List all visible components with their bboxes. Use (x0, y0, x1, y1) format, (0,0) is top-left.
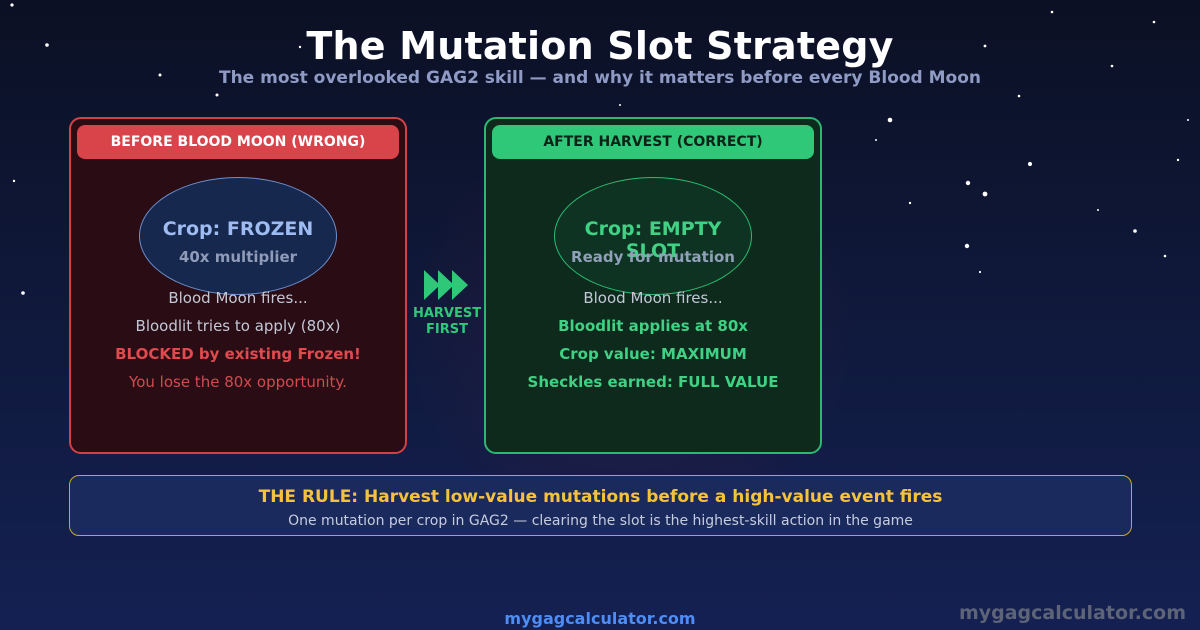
empty-slot-oval: Crop: EMPTY SLOT Ready for mutation (554, 177, 752, 295)
wrong-panel-header: BEFORE BLOOD MOON (WRONG) (77, 125, 399, 159)
crop-status-title: Crop: FROZEN (162, 218, 314, 240)
loss-line: You lose the 80x opportunity. (129, 373, 347, 391)
crop-multiplier: 40x multiplier (178, 248, 298, 266)
frozen-crop-oval: Crop: FROZEN 40x multiplier (139, 177, 337, 295)
event-line: Blood Moon fires... (168, 289, 308, 307)
triple-arrow-right-icon (424, 270, 468, 300)
attempt-line: Bloodlit tries to apply (80x) (135, 317, 341, 335)
rule-subtitle: One mutation per crop in GAG2 — clearing… (288, 513, 913, 529)
rule-title: THE RULE: Harvest low-value mutations be… (258, 487, 943, 507)
arrow-label-line2: FIRST (426, 322, 468, 337)
wrong-scenario-panel: BEFORE BLOOD MOON (WRONG) Crop: FROZEN 4… (69, 117, 407, 454)
arrow-label-line1: HARVEST (412, 306, 482, 321)
event-line: Blood Moon fires... (583, 289, 723, 307)
correct-scenario-panel: AFTER HARVEST (CORRECT) Crop: EMPTY SLOT… (484, 117, 822, 454)
crop-ready-text: Ready for mutation (571, 248, 735, 266)
harvest-first-arrow: HARVEST FIRST (410, 270, 484, 338)
page-title: The Mutation Slot Strategy (306, 24, 894, 68)
page-subtitle: The most overlooked GAG2 skill — and why… (218, 68, 982, 88)
applies-line: Bloodlit applies at 80x (558, 317, 748, 335)
correct-panel-header: AFTER HARVEST (CORRECT) (492, 125, 814, 159)
value-line: Crop value: MAXIMUM (559, 345, 747, 363)
site-link[interactable]: mygagcalculator.com (504, 609, 696, 628)
crop-status-title: Crop: EMPTY SLOT (584, 218, 722, 262)
blocked-line: BLOCKED by existing Frozen! (115, 345, 361, 363)
rule-banner: THE RULE: Harvest low-value mutations be… (69, 475, 1132, 536)
earned-line: Sheckles earned: FULL VALUE (527, 373, 779, 391)
site-watermark: mygagcalculator.com (958, 602, 1186, 624)
